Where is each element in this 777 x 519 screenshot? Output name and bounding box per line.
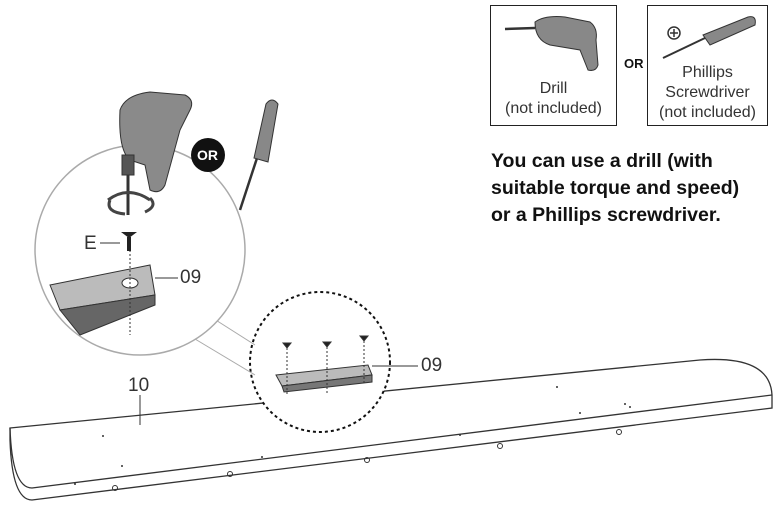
screw-label-e: E bbox=[84, 233, 97, 254]
drill-tool-icon bbox=[504, 16, 599, 71]
drill-tool-box: Drill (not included) bbox=[490, 5, 617, 126]
instruction-text: You can use a drill (with suitable torqu… bbox=[491, 148, 777, 229]
tool-or-label: OR bbox=[624, 56, 644, 71]
drill-note: (not included) bbox=[505, 100, 602, 117]
instruction-line-3: or a Phillips screwdriver. bbox=[491, 204, 721, 226]
bracket-09-with-screws bbox=[275, 335, 418, 395]
instruction-line-2: suitable torque and speed) bbox=[491, 177, 740, 199]
bracket-label-main: 09 bbox=[421, 355, 443, 376]
screwdriver-note: (not included) bbox=[659, 104, 756, 121]
screwdriver-name-1: Phillips bbox=[682, 64, 733, 81]
phillips-screwdriver-tool-icon bbox=[662, 16, 756, 59]
screwdriver-icon bbox=[238, 99, 279, 211]
bracket-label-detail: 09 bbox=[180, 267, 202, 288]
screwdriver-tool-box: Phillips Screwdriver (not included) bbox=[647, 5, 768, 126]
rotation-arrow-icon bbox=[107, 191, 155, 216]
board-panel-10 bbox=[9, 358, 773, 501]
screwdriver-name-2: Screwdriver bbox=[665, 84, 750, 101]
detail-callout-circle bbox=[249, 291, 391, 433]
board-holes bbox=[74, 386, 631, 491]
instruction-line-1: You can use a drill (with bbox=[491, 150, 713, 172]
drill-icon bbox=[119, 91, 193, 215]
screw-e-icon bbox=[100, 232, 137, 251]
bracket-detail bbox=[49, 250, 178, 336]
detail-magnified-circle bbox=[34, 144, 246, 356]
board-label: 10 bbox=[128, 375, 150, 396]
drill-name: Drill bbox=[539, 80, 568, 97]
or-badge bbox=[191, 138, 225, 172]
or-badge-label: OR bbox=[197, 147, 218, 163]
